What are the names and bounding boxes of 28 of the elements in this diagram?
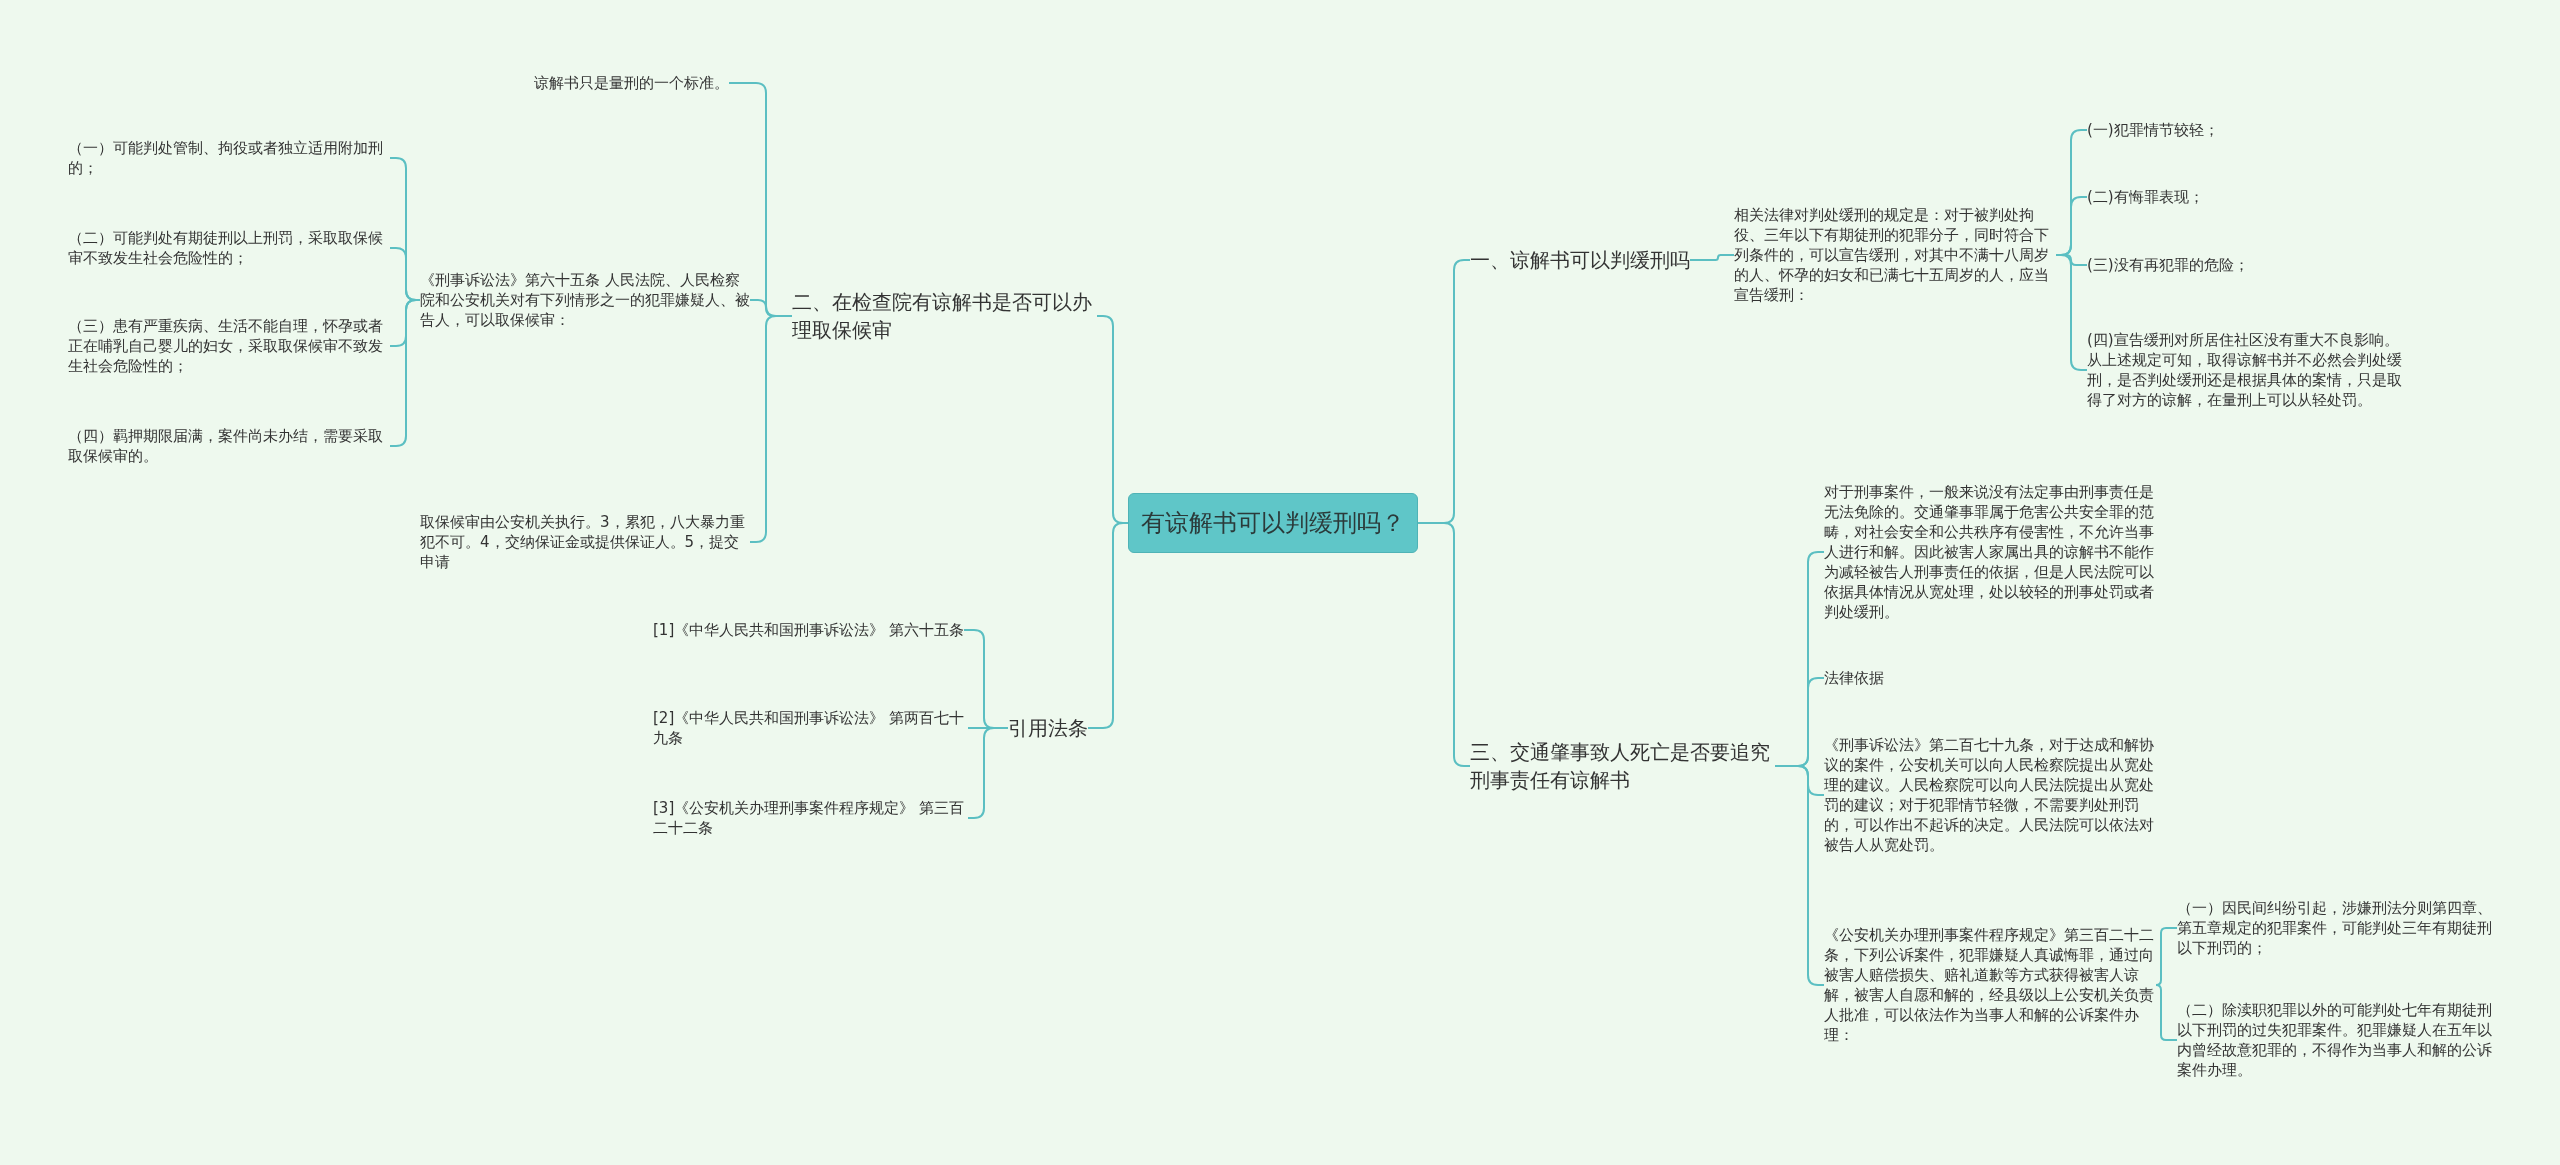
subtopic-text: [2]《中华人民共和国刑事诉讼法》 第两百七十九条 <box>653 708 968 748</box>
central-topic: 有谅解书可以判缓刑吗？ <box>1128 493 1418 553</box>
subtopic-text: (二)有悔罪表现； <box>2087 187 2204 207</box>
subtopic-text: （二）除渎职犯罪以外的可能判处七年有期徒刑以下刑罚的过失犯罪案件。犯罪嫌疑人在五年以内曾经故意犯罪的，不得作为当事人和解的公诉案件办理。 <box>2177 1000 2499 1080</box>
subtopic-text: 相关法律对判处缓刑的规定是：对于被判处拘役、三年以下有期徒刑的犯罪分子，同时符合下列条件的，可以宣告缓刑，对其中不满十八周岁的人、怀孕的妇女和已满七十五周岁的人，应当宣告缓刑： <box>1734 205 2056 305</box>
subtopic-text: 法律依据 <box>1824 668 1884 688</box>
subtopic-text: （一）可能判处管制、拘役或者独立适用附加刑的； <box>68 138 390 178</box>
branch-topic: 二、在检查院有谅解书是否可以办理取保候审 <box>792 288 1097 344</box>
subtopic-text: （三）患有严重疾病、生活不能自理，怀孕或者正在哺乳自己婴儿的妇女，采取取保候审不致发生社会危险性的； <box>68 316 390 376</box>
subtopic-text: [1]《中华人民共和国刑事诉讼法》 第六十五条 <box>653 620 964 640</box>
subtopic-text: 取保候审由公安机关执行。3，累犯，八大暴力重犯不可。4，交纳保证金或提供保证人。5，提交申请 <box>420 512 750 572</box>
branch-topic: 三、交通肇事致人死亡是否要追究刑事责任有谅解书 <box>1470 738 1775 794</box>
subtopic-text: (一)犯罪情节较轻； <box>2087 120 2219 140</box>
subtopic-text: (四)宣告缓刑对所居住社区没有重大不良影响。从上述规定可知，取得谅解书并不必然会判处缓刑，是否判处缓刑还是根据具体的案情，只是取得了对方的谅解，在量刑上可以从轻处罚。 <box>2087 330 2409 410</box>
subtopic-text: 《公安机关办理刑事案件程序规定》第三百二十二条，下列公诉案件，犯罪嫌疑人真诚悔罪，通过向被害人赔偿损失、赔礼道歉等方式获得被害人谅解，被害人自愿和解的，经县级以上公安机关负责人批准，可以依法作为当事人和解的公诉案件办理： <box>1824 925 2156 1045</box>
subtopic-text: （四）羁押期限届满，案件尚未办结，需要采取取保候审的。 <box>68 426 390 466</box>
subtopic-text: 《刑事诉讼法》第二百七十九条，对于达成和解协议的案件，公安机关可以向人民检察院提出从宽处理的建议。人民检察院可以向人民法院提出从宽处罚的建议；对于犯罪情节轻微，不需要判处刑罚的，可以作出不起诉的决定。人民法院可以依法对被告人从宽处罚。 <box>1824 735 2156 855</box>
subtopic-text: （二）可能判处有期徒刑以上刑罚，采取取保候审不致发生社会危险性的； <box>68 228 390 268</box>
subtopic-text: (三)没有再犯罪的危险； <box>2087 255 2249 275</box>
subtopic-text: [3]《公安机关办理刑事案件程序规定》 第三百二十二条 <box>653 798 968 838</box>
connector <box>1417 522 1471 767</box>
subtopic-text: （一）因民间纠纷引起，涉嫌刑法分则第四章、第五章规定的犯罪案件，可能判处三年有期徒刑以下刑罚的； <box>2177 898 2499 958</box>
connector <box>1689 254 1735 261</box>
branch-topic: 一、谅解书可以判缓刑吗 <box>1470 246 1690 274</box>
subtopic-text: 对于刑事案件，一般来说没有法定事由刑事责任是无法免除的。交通肇事罪属于危害公共安全罪的范畴，对社会安全和公共秩序有侵害性，不允许当事人进行和解。因此被害人家属出具的谅解书不能作为减轻被告人刑事责任的依据，但是人民法院可以依据具体情况从宽处理，处以较轻的刑事处罚或者判处缓刑。 <box>1824 482 2156 622</box>
subtopic-text: 谅解书只是量刑的一个标准。 <box>534 73 729 93</box>
subtopic-text: 《刑事诉讼法》第六十五条 人民法院、人民检察院和公安机关对有下列情形之一的犯罪嫌疑人、被告人，可以取保候审： <box>420 270 750 330</box>
branch-topic: 引用法条 <box>1008 714 1088 742</box>
